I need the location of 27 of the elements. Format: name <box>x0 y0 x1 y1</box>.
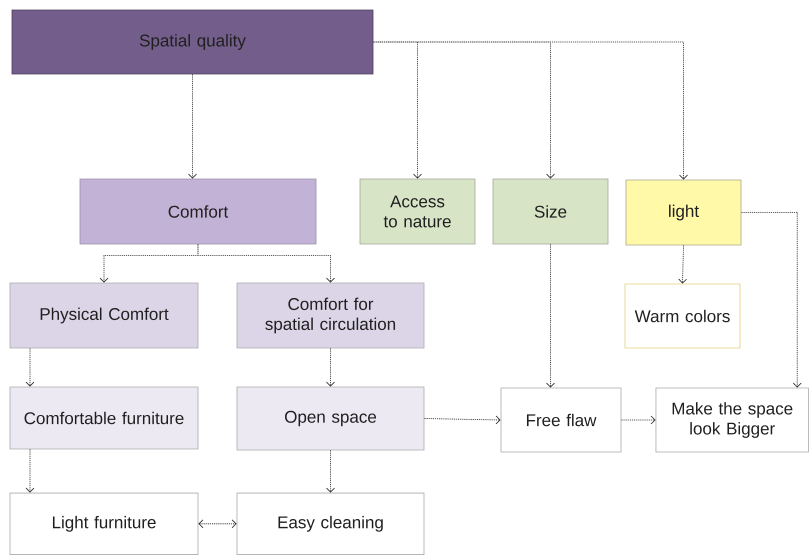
subcategory-box: Physical Comfort <box>10 282 198 348</box>
arrow <box>424 416 501 424</box>
arrow <box>741 212 802 388</box>
outcome-box: Warm colors <box>624 284 740 348</box>
arrow <box>678 245 688 284</box>
outcome-box: Comfortable furniture <box>10 386 198 450</box>
arrow <box>373 42 688 180</box>
arrow <box>188 74 197 179</box>
arrow <box>546 244 555 388</box>
arrow <box>621 416 656 424</box>
arrow <box>198 244 335 283</box>
outcome-box: Open space <box>236 386 424 450</box>
subcategory-box: Comfort for spatial circulation <box>236 282 424 348</box>
arrow <box>326 348 335 387</box>
arrow <box>326 450 335 493</box>
category-box: Size <box>492 178 608 244</box>
category-box: Comfort <box>80 178 316 244</box>
arrow <box>198 519 237 528</box>
outcome-box: Free flaw <box>500 388 622 452</box>
root-box: Spatial quality <box>12 10 374 74</box>
arrow <box>26 348 34 387</box>
arrow <box>26 449 34 493</box>
outcome-box: Make the space look Bigger <box>656 388 809 452</box>
category-box: Access to nature <box>360 178 476 244</box>
outcome-box: Light furniture <box>10 492 198 555</box>
category-box: light <box>626 180 742 246</box>
outcome-box: Easy cleaning <box>236 492 424 555</box>
